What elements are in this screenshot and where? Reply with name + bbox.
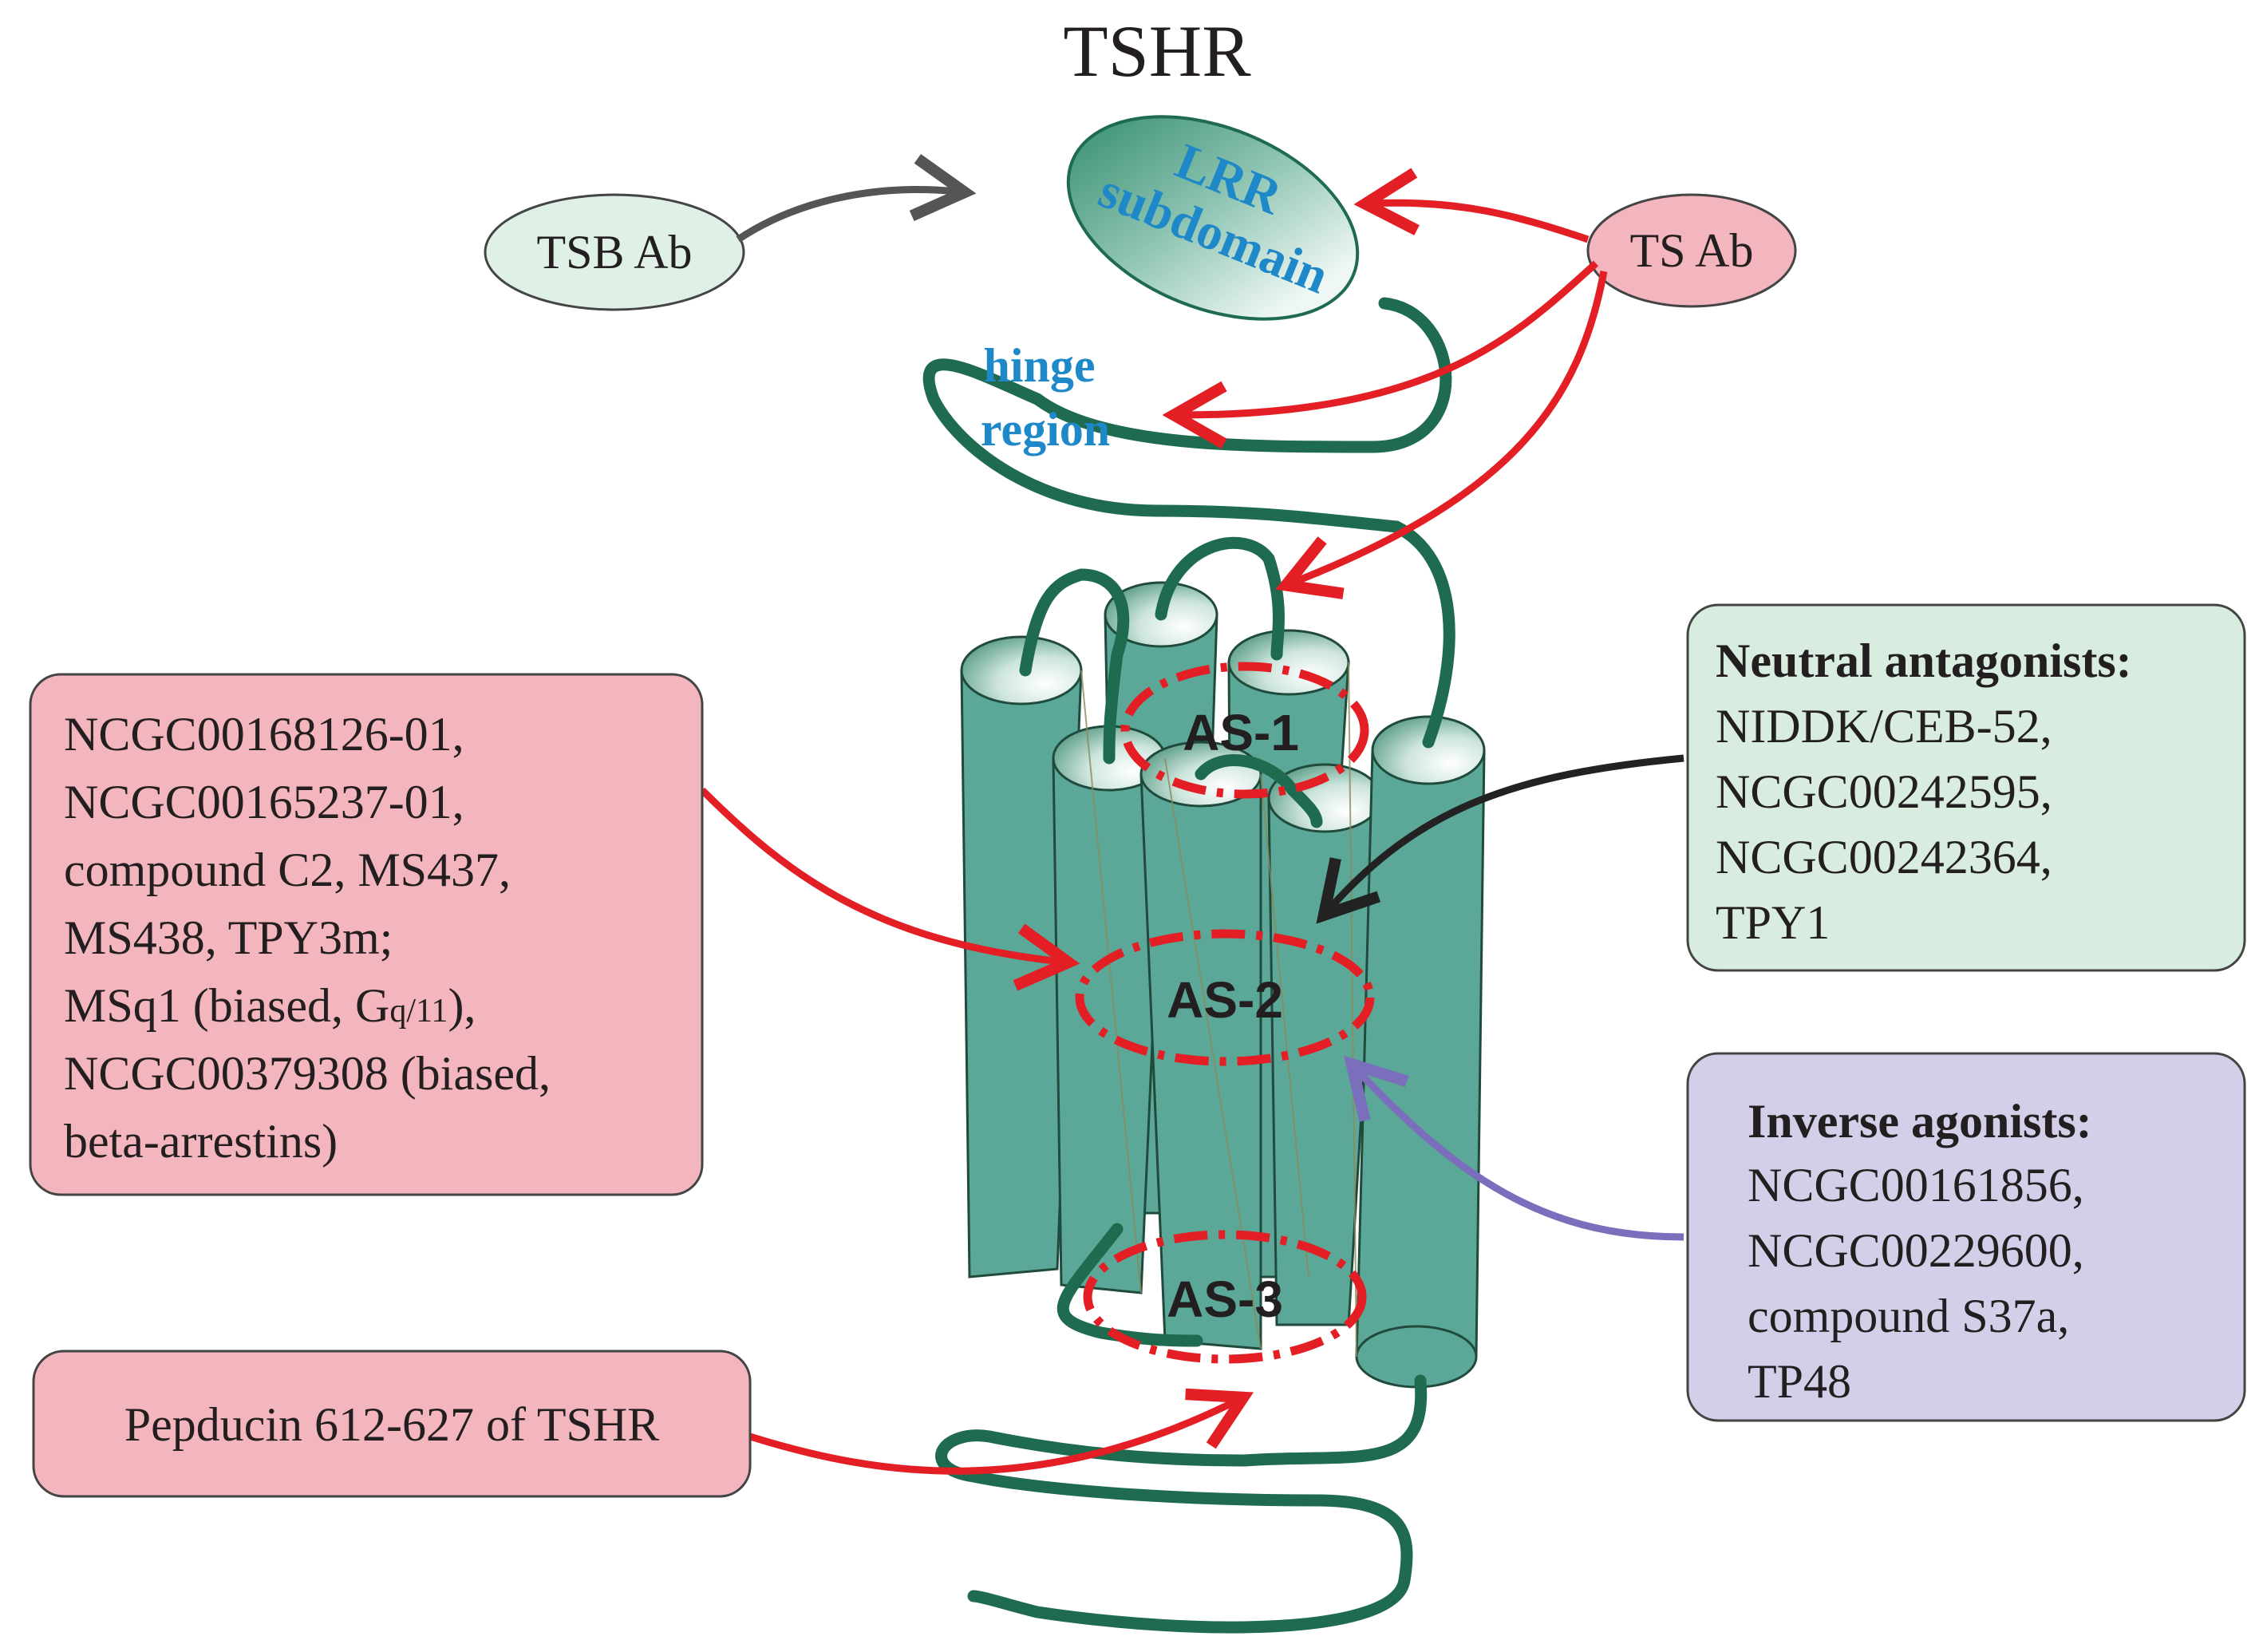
arrow-ts-to-lrr: [1353, 168, 1590, 243]
positive-modulators-box: [29, 673, 704, 1196]
neutral-antagonists-box: [1686, 603, 2246, 972]
as3-label: AS-3: [1167, 1271, 1283, 1328]
diagram-title: TSHR: [1063, 10, 1251, 92]
ts-ab-label: TS Ab: [1629, 224, 1753, 277]
ts-ab-node: [1586, 193, 1797, 308]
as1-ring: [1120, 662, 1369, 799]
positive-modulators-list: NCGC00168126-01, NCGC00165237-01, compou…: [64, 708, 563, 1168]
helix-7: [1355, 749, 1486, 1358]
arrow-pepducin-to-as3: [748, 1388, 1254, 1475]
lrr-subdomain: [1066, 115, 1360, 321]
pepducin-box: [32, 1350, 752, 1498]
neutral-antagonists-heading: Neutral antagonists:: [1716, 634, 2132, 687]
arrow-tsb-to-lrr: [736, 153, 977, 243]
as2-label: AS-2: [1167, 971, 1283, 1029]
arrow-neutral-to-as2: [1316, 754, 1684, 924]
arrow-ts-to-bundle: [1275, 271, 1608, 599]
as1-label: AS-1: [1183, 704, 1299, 761]
receptor-strand: [922, 297, 1455, 1634]
tsb-ab-label: TSB Ab: [536, 226, 692, 279]
as3-ring: [1083, 1230, 1367, 1364]
pepducin-label: Pepducin 612-627 of TSHR: [124, 1398, 660, 1451]
helix-7-top: [1371, 715, 1486, 785]
arrow-pam-to-as2: [699, 787, 1080, 991]
tsb-ab-node: [484, 193, 745, 311]
arrow-ts-to-hinge: [1162, 260, 1599, 449]
as2-ring: [1075, 929, 1375, 1066]
hinge-label: hinge region: [981, 339, 1110, 456]
inverse-agonists-heading: Inverse agonists:: [1748, 1095, 2092, 1148]
neutral-antagonists-list: NIDDK/CEB-52, NCGC00242595, NCGC00242364…: [1716, 700, 2064, 949]
inverse-agonists-box: [1686, 1052, 2246, 1422]
arrow-inverse-to-as2: [1343, 1055, 1684, 1241]
inverse-agonists-list: NCGC00161856, NCGC00229600, compound S37…: [1748, 1159, 2096, 1408]
